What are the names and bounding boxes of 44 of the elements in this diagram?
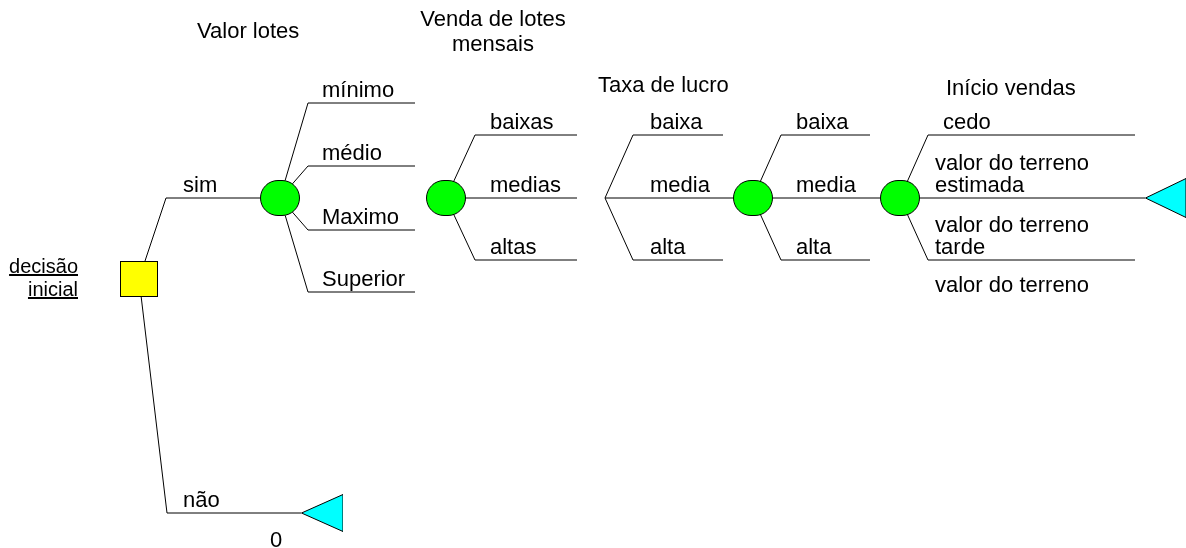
text-label: Valor lotes: [197, 18, 300, 43]
branch-label: medias: [490, 174, 562, 196]
text-label: baixa: [650, 109, 703, 134]
terminal-triangle: [1145, 178, 1186, 218]
node-caption: decisão inicial: [8, 255, 78, 301]
branch-line: [291, 165, 416, 185]
branch-line: [284, 102, 416, 182]
text-label: alta: [650, 234, 686, 259]
branch-label: altas: [490, 236, 538, 258]
decision-square: [120, 261, 158, 297]
branch-line: [772, 197, 881, 199]
branch-label: não: [183, 489, 221, 511]
branch-line: [284, 214, 416, 293]
branch-line: [453, 214, 578, 261]
branch-label: sim: [183, 174, 219, 196]
terminal-triangle: [301, 494, 343, 532]
branch-label: valor do terreno tarde: [935, 214, 1091, 258]
branch-label: alta: [796, 236, 833, 258]
branch-label: cedo: [943, 111, 992, 133]
branch-line: [291, 211, 416, 231]
branch-line: [760, 214, 871, 261]
branch-line: [906, 134, 1136, 182]
text-label: Início vendas: [946, 75, 1076, 100]
branch-label: baixa: [796, 111, 850, 133]
branch-line: [140, 296, 302, 514]
branch-line: [919, 197, 1146, 199]
branch-line: [453, 134, 578, 182]
text-label: valor do terreno: [935, 272, 1090, 297]
branch-label: valor do terreno estimada: [935, 152, 1091, 196]
branch-label: media: [650, 174, 711, 196]
branch-line: [759, 134, 871, 182]
branch-line: [144, 197, 261, 262]
text-label: Taxa de lucro: [598, 72, 729, 97]
text-label: Venda de lotes mensais: [419, 6, 567, 56]
branch-label: baixas: [490, 111, 555, 133]
branch-label: médio: [322, 142, 383, 164]
branch-line: [465, 197, 578, 199]
text-label: 0: [270, 527, 283, 548]
branch-label: Superior: [322, 268, 407, 290]
branch-label: media: [796, 174, 857, 196]
branch-label: mínimo: [322, 79, 396, 101]
branch-label: Maximo: [322, 206, 400, 228]
branch-line: [907, 214, 1136, 261]
branch-line: [604, 197, 734, 199]
